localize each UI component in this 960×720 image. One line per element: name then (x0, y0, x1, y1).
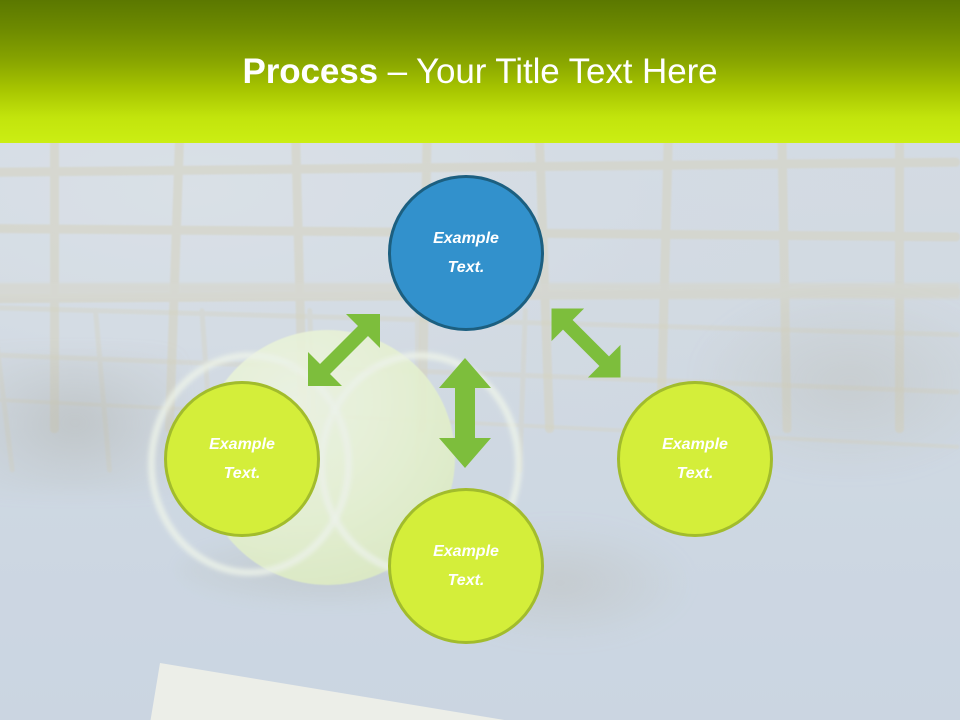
process-node-bottom-line1: Example (433, 543, 499, 560)
double-arrow-diagonal-up-left-icon (551, 308, 621, 378)
process-node-left-line1: Example (209, 436, 275, 453)
process-node-bottom-line2: Text. (447, 572, 485, 589)
process-node-top-line1: Example (433, 230, 499, 247)
process-node-left-line2: Text. (223, 465, 261, 482)
connector-right-diagonal-arrow[interactable] (540, 297, 632, 394)
process-node-right-line2: Text. (676, 465, 714, 482)
process-node-right-line1: Example (662, 436, 728, 453)
connector-center-vertical-arrow[interactable] (437, 358, 493, 473)
double-arrow-diagonal-up-right-icon (308, 314, 380, 386)
process-node-right[interactable]: Example Text. (617, 381, 773, 537)
process-node-left[interactable]: Example Text. (164, 381, 320, 537)
header-band: Process – Your Title Text Here (0, 0, 960, 143)
process-node-bottom[interactable]: Example Text. (388, 488, 544, 644)
connector-left-diagonal-arrow[interactable] (296, 302, 392, 403)
process-node-top[interactable]: Example Text. (388, 175, 544, 331)
page-title-rest: – Your Title Text Here (378, 52, 718, 91)
page-title-strong: Process (242, 52, 379, 91)
process-node-top-line2: Text. (447, 259, 485, 276)
page-title: Process – Your Title Text Here (0, 0, 960, 94)
double-arrow-vertical-icon (439, 358, 491, 468)
